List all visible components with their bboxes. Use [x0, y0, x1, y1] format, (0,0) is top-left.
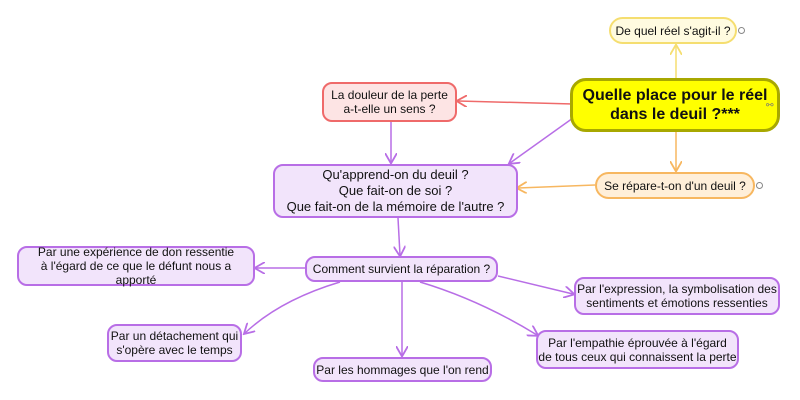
- node-se-repare[interactable]: Se répare-t-on d'un deuil ?: [595, 172, 755, 199]
- node-apprend[interactable]: Qu'apprend-on du deuil ? Que fait-on de …: [273, 164, 518, 218]
- collapse-handle-icon[interactable]: [738, 27, 745, 34]
- node-hommages[interactable]: Par les hommages que l'on rend: [313, 357, 492, 382]
- node-empathie[interactable]: Par l'empathie éprouvée à l'égard de tou…: [536, 330, 739, 369]
- node-expression[interactable]: Par l'expression, la symbolisation des s…: [574, 277, 780, 315]
- central-topic[interactable]: Quelle place pour le réel dans le deuil …: [570, 78, 780, 132]
- node-de-quel-reel[interactable]: De quel réel s'agit-il ?: [609, 17, 737, 44]
- node-douleur[interactable]: La douleur de la perte a-t-elle un sens …: [322, 82, 457, 122]
- note-icon[interactable]: ⚯: [766, 100, 774, 110]
- node-don[interactable]: Par une expérience de don ressentie à l'…: [17, 245, 255, 287]
- collapse-handle-icon[interactable]: [756, 182, 763, 189]
- node-detachement[interactable]: Par un détachement qui s'opère avec le t…: [107, 324, 242, 362]
- node-comment-survient[interactable]: Comment survient la réparation ?: [305, 256, 498, 282]
